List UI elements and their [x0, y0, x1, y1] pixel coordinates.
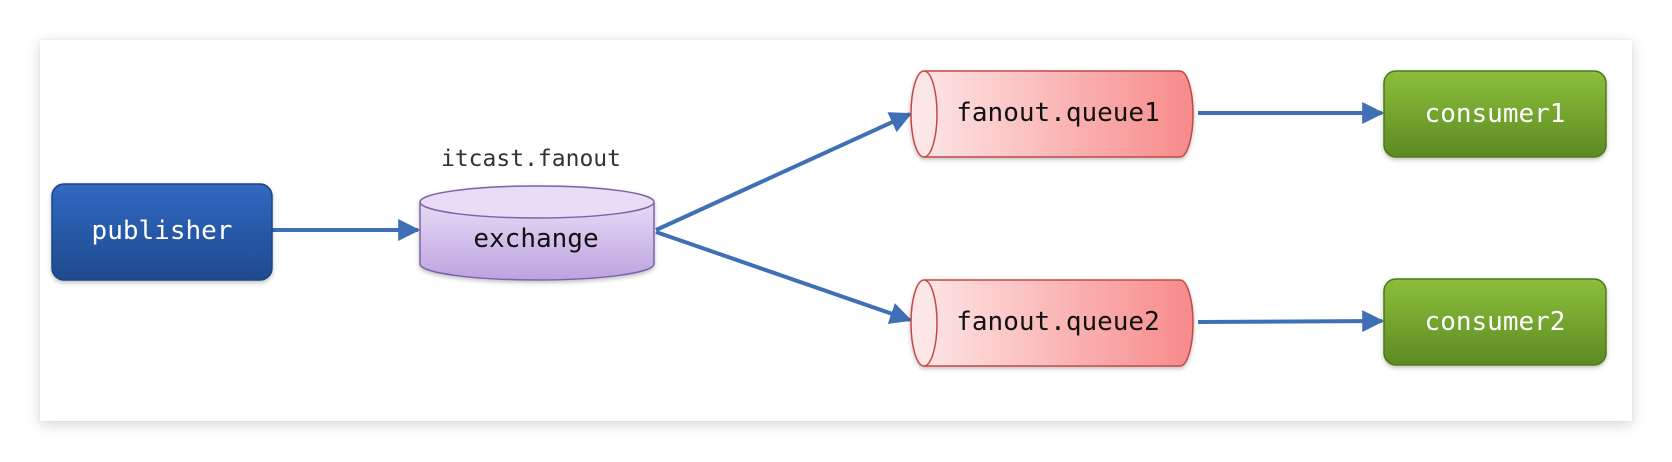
consumer1-label: consumer1 — [1425, 99, 1566, 129]
consumer2-label: consumer2 — [1425, 307, 1566, 337]
publisher-label: publisher — [92, 216, 233, 246]
edge-exchange-to-queue2 — [655, 230, 913, 324]
edge-exchange-to-queue1 — [655, 112, 913, 232]
exchange-node — [419, 185, 655, 281]
queue1-node — [910, 70, 1194, 158]
exchange-label: exchange — [473, 224, 598, 254]
queue1-label: fanout.queue1 — [956, 98, 1160, 128]
edge-queue2-to-consumer2 — [1197, 310, 1385, 333]
queue2-node — [910, 279, 1194, 367]
publisher-node — [51, 183, 273, 281]
edges — [272, 102, 1385, 333]
consumer1-node — [1383, 70, 1607, 158]
consumer2-node — [1383, 278, 1607, 366]
queue2-label: fanout.queue2 — [956, 307, 1160, 337]
exchange-caption: itcast.fanout — [441, 146, 621, 172]
